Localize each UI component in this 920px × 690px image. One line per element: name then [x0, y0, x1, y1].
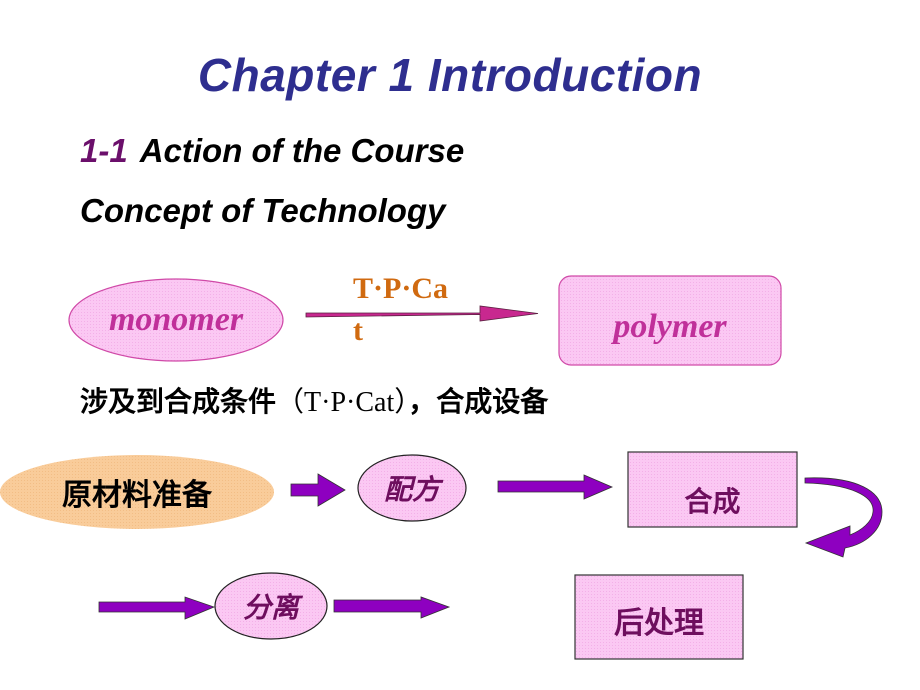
slide-title: Chapter 1 Introduction	[197, 49, 703, 101]
flow-arrow-icon	[290, 473, 346, 507]
section-heading: 1-1 Action of the Course	[80, 132, 464, 170]
section-number: 1-1	[80, 132, 128, 169]
curved-arrow-icon	[804, 477, 883, 558]
post-processing-box	[574, 574, 744, 660]
flow-arrow-icon	[98, 596, 216, 620]
monomer-ellipse	[68, 278, 284, 362]
conditions-line2: t	[353, 314, 363, 347]
step-formula: 配方	[383, 473, 440, 506]
monomer-label: monomer	[108, 301, 244, 338]
conditions-line1: T·P·Ca	[353, 272, 449, 305]
polymer-label: polymer	[613, 307, 727, 345]
section-title: Action of the Course	[139, 132, 465, 169]
subheading: Concept of Technology	[80, 192, 446, 229]
synthesis-box	[627, 451, 798, 528]
step-synthesis: 合成	[684, 484, 741, 518]
reaction-arrow-icon	[305, 305, 539, 322]
flow-arrow-icon	[497, 474, 614, 500]
step-separation: 分离	[242, 591, 299, 624]
note-suffix: ，合成设备	[408, 385, 549, 418]
raw-material-ellipse	[0, 455, 274, 529]
separation-ellipse	[214, 572, 328, 640]
step-raw-material: 原材料准备	[62, 478, 212, 513]
step-post-processing: 后处理	[614, 606, 704, 641]
formula-ellipse	[357, 454, 467, 522]
conditions-note: 涉及到合成条件（T·P·Cat），合成设备	[80, 380, 548, 420]
note-paren: （T·P·Cat）	[276, 387, 409, 418]
flow-arrow-icon	[333, 596, 451, 619]
note-prefix: 涉及到合成条件	[80, 385, 277, 418]
polymer-box	[558, 275, 782, 366]
